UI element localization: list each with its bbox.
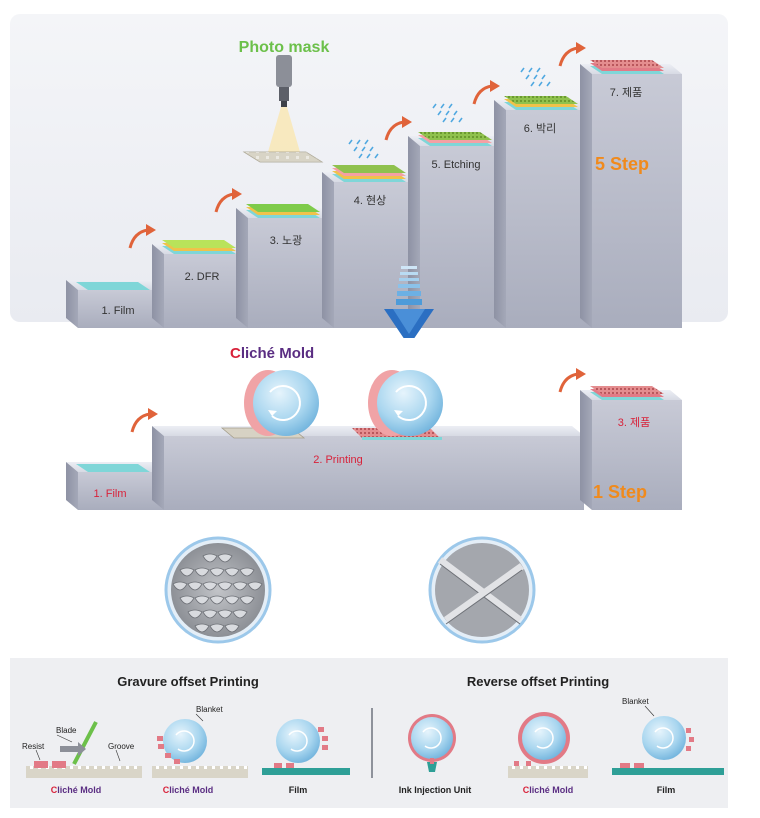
spray-drops-1 (348, 139, 379, 159)
reverse-caption-2: Cliché Mold (523, 785, 574, 795)
flow-arrow-1 (128, 224, 156, 249)
top-step-label-3: 3. 노광 (270, 234, 302, 247)
sheet-exposure (246, 204, 320, 218)
roller-right (368, 370, 443, 436)
gravure-caption-1: Cliché Mold (51, 785, 102, 795)
flow-arrow-4 (472, 80, 500, 105)
one-step-label: 1 Step (593, 482, 647, 502)
mid-sheet-film (76, 464, 150, 472)
down-arrow-icon (384, 266, 434, 346)
spray-drops-3 (520, 67, 551, 87)
mid-sheet-product (590, 386, 664, 400)
mid-flow-arrow-1 (130, 408, 158, 433)
top-step-7 (580, 64, 682, 328)
top-step-label-5: 5. Etching (432, 159, 481, 171)
groove-label: Groove (108, 742, 135, 751)
mid-step-label-2: 2. Printing (313, 454, 363, 466)
gravure-caption-3: Film (289, 785, 308, 795)
blade-label: Blade (56, 726, 77, 735)
sheet-strip (504, 96, 578, 110)
mid-flow-arrow-2 (558, 368, 586, 393)
photo-mask-label: Photo mask (239, 39, 330, 56)
gravure-title: Gravure offset Printing (117, 674, 259, 689)
mid-step-label-1: 1. Film (94, 488, 127, 500)
gravure-blanket-label: Blanket (196, 705, 223, 714)
top-step-label-6: 6. 박리 (524, 122, 556, 135)
roller-left (244, 370, 319, 436)
resist-label: Resist (22, 742, 45, 751)
top-step-label-1: 1. Film (102, 305, 135, 317)
reverse-blanket-label: Blanket (622, 697, 649, 706)
gravure-blanket-diagram (152, 713, 248, 778)
middle-staircase (66, 368, 682, 510)
gravure-cliche-blade-diagram (26, 721, 142, 778)
sem-image-reverse (428, 536, 536, 644)
gravure-film-diagram (262, 719, 350, 775)
sheet-etching (418, 132, 492, 146)
sheet-dfr (162, 240, 236, 254)
sem-image-gravure (164, 536, 272, 644)
five-step-label: 5 Step (595, 154, 649, 174)
reverse-cliche-diagram (508, 712, 588, 778)
sheet-develop (332, 165, 406, 182)
top-step-label-7: 7. 제품 (610, 86, 642, 99)
flow-arrow-5 (558, 42, 586, 67)
top-step-label-4: 4. 현상 (354, 194, 386, 207)
bottom-panel-background (10, 658, 728, 808)
top-staircase (66, 42, 682, 328)
top-step-label-2: 2. DFR (185, 271, 220, 283)
gravure-caption-2: Cliché Mold (163, 785, 214, 795)
reverse-title: Reverse offset Printing (467, 674, 609, 689)
cliche-mold-label: Cliché Mold (230, 345, 314, 362)
reverse-caption-1: Ink Injection Unit (399, 785, 472, 795)
mid-step-label-3: 3. 제품 (618, 416, 650, 429)
flow-arrow-2 (214, 188, 242, 213)
reverse-film-diagram (612, 705, 724, 775)
reverse-caption-3: Film (657, 785, 676, 795)
photo-mask-lamp (268, 55, 300, 152)
reverse-ink-injection-diagram (408, 714, 456, 772)
spray-drops-2 (432, 103, 463, 123)
flow-arrow-3 (384, 116, 412, 141)
top-step-labels: 1. Film 2. DFR 3. 노광 4. 현상 5. Etching 6.… (102, 86, 643, 317)
photo-mask-plate (242, 151, 324, 163)
sheet-product (590, 60, 664, 74)
sheet-film (76, 282, 150, 290)
